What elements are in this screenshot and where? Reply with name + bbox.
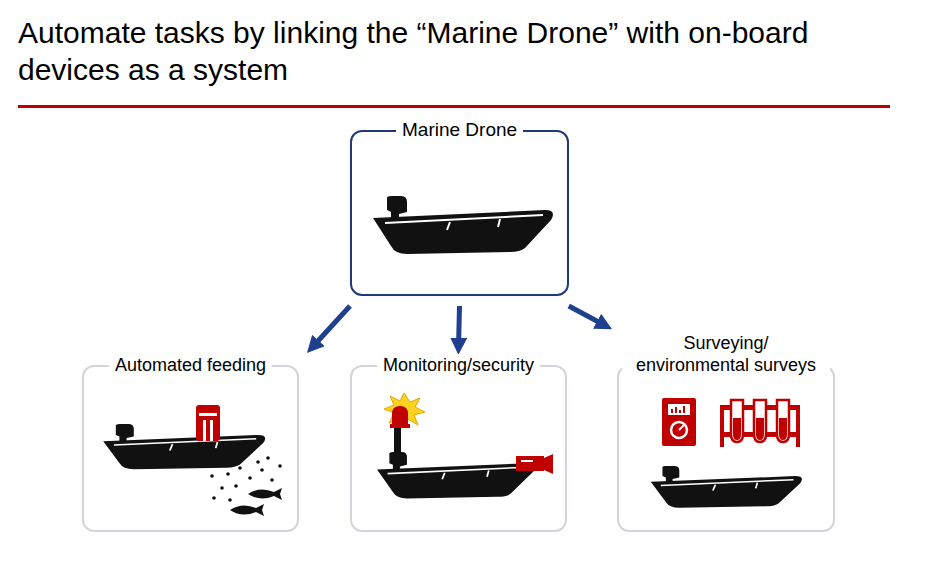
- feeding-illustration: [103, 405, 282, 516]
- arrow-connector: [569, 306, 606, 326]
- box-heading: Monitoring/security: [377, 354, 540, 376]
- box-heading: Automated feeding: [109, 354, 272, 376]
- surveying-illustration: [651, 398, 802, 508]
- arrow-connector: [459, 306, 460, 348]
- box-heading: Surveying/ environmental surveys: [622, 332, 830, 376]
- task-box: Monitoring/security: [350, 365, 567, 532]
- boat-icon: [373, 196, 553, 254]
- arrow-connector: [312, 306, 350, 348]
- box-heading: Marine Drone: [396, 119, 523, 141]
- drone-box: Marine Drone: [350, 130, 569, 296]
- title-rule: [18, 105, 890, 108]
- title: Automate tasks by linking the “Marine Dr…: [18, 14, 818, 88]
- monitoring-illustration: [377, 393, 553, 498]
- task-box: Surveying/ environmental surveys: [617, 365, 835, 532]
- task-box: Automated feeding: [82, 365, 299, 532]
